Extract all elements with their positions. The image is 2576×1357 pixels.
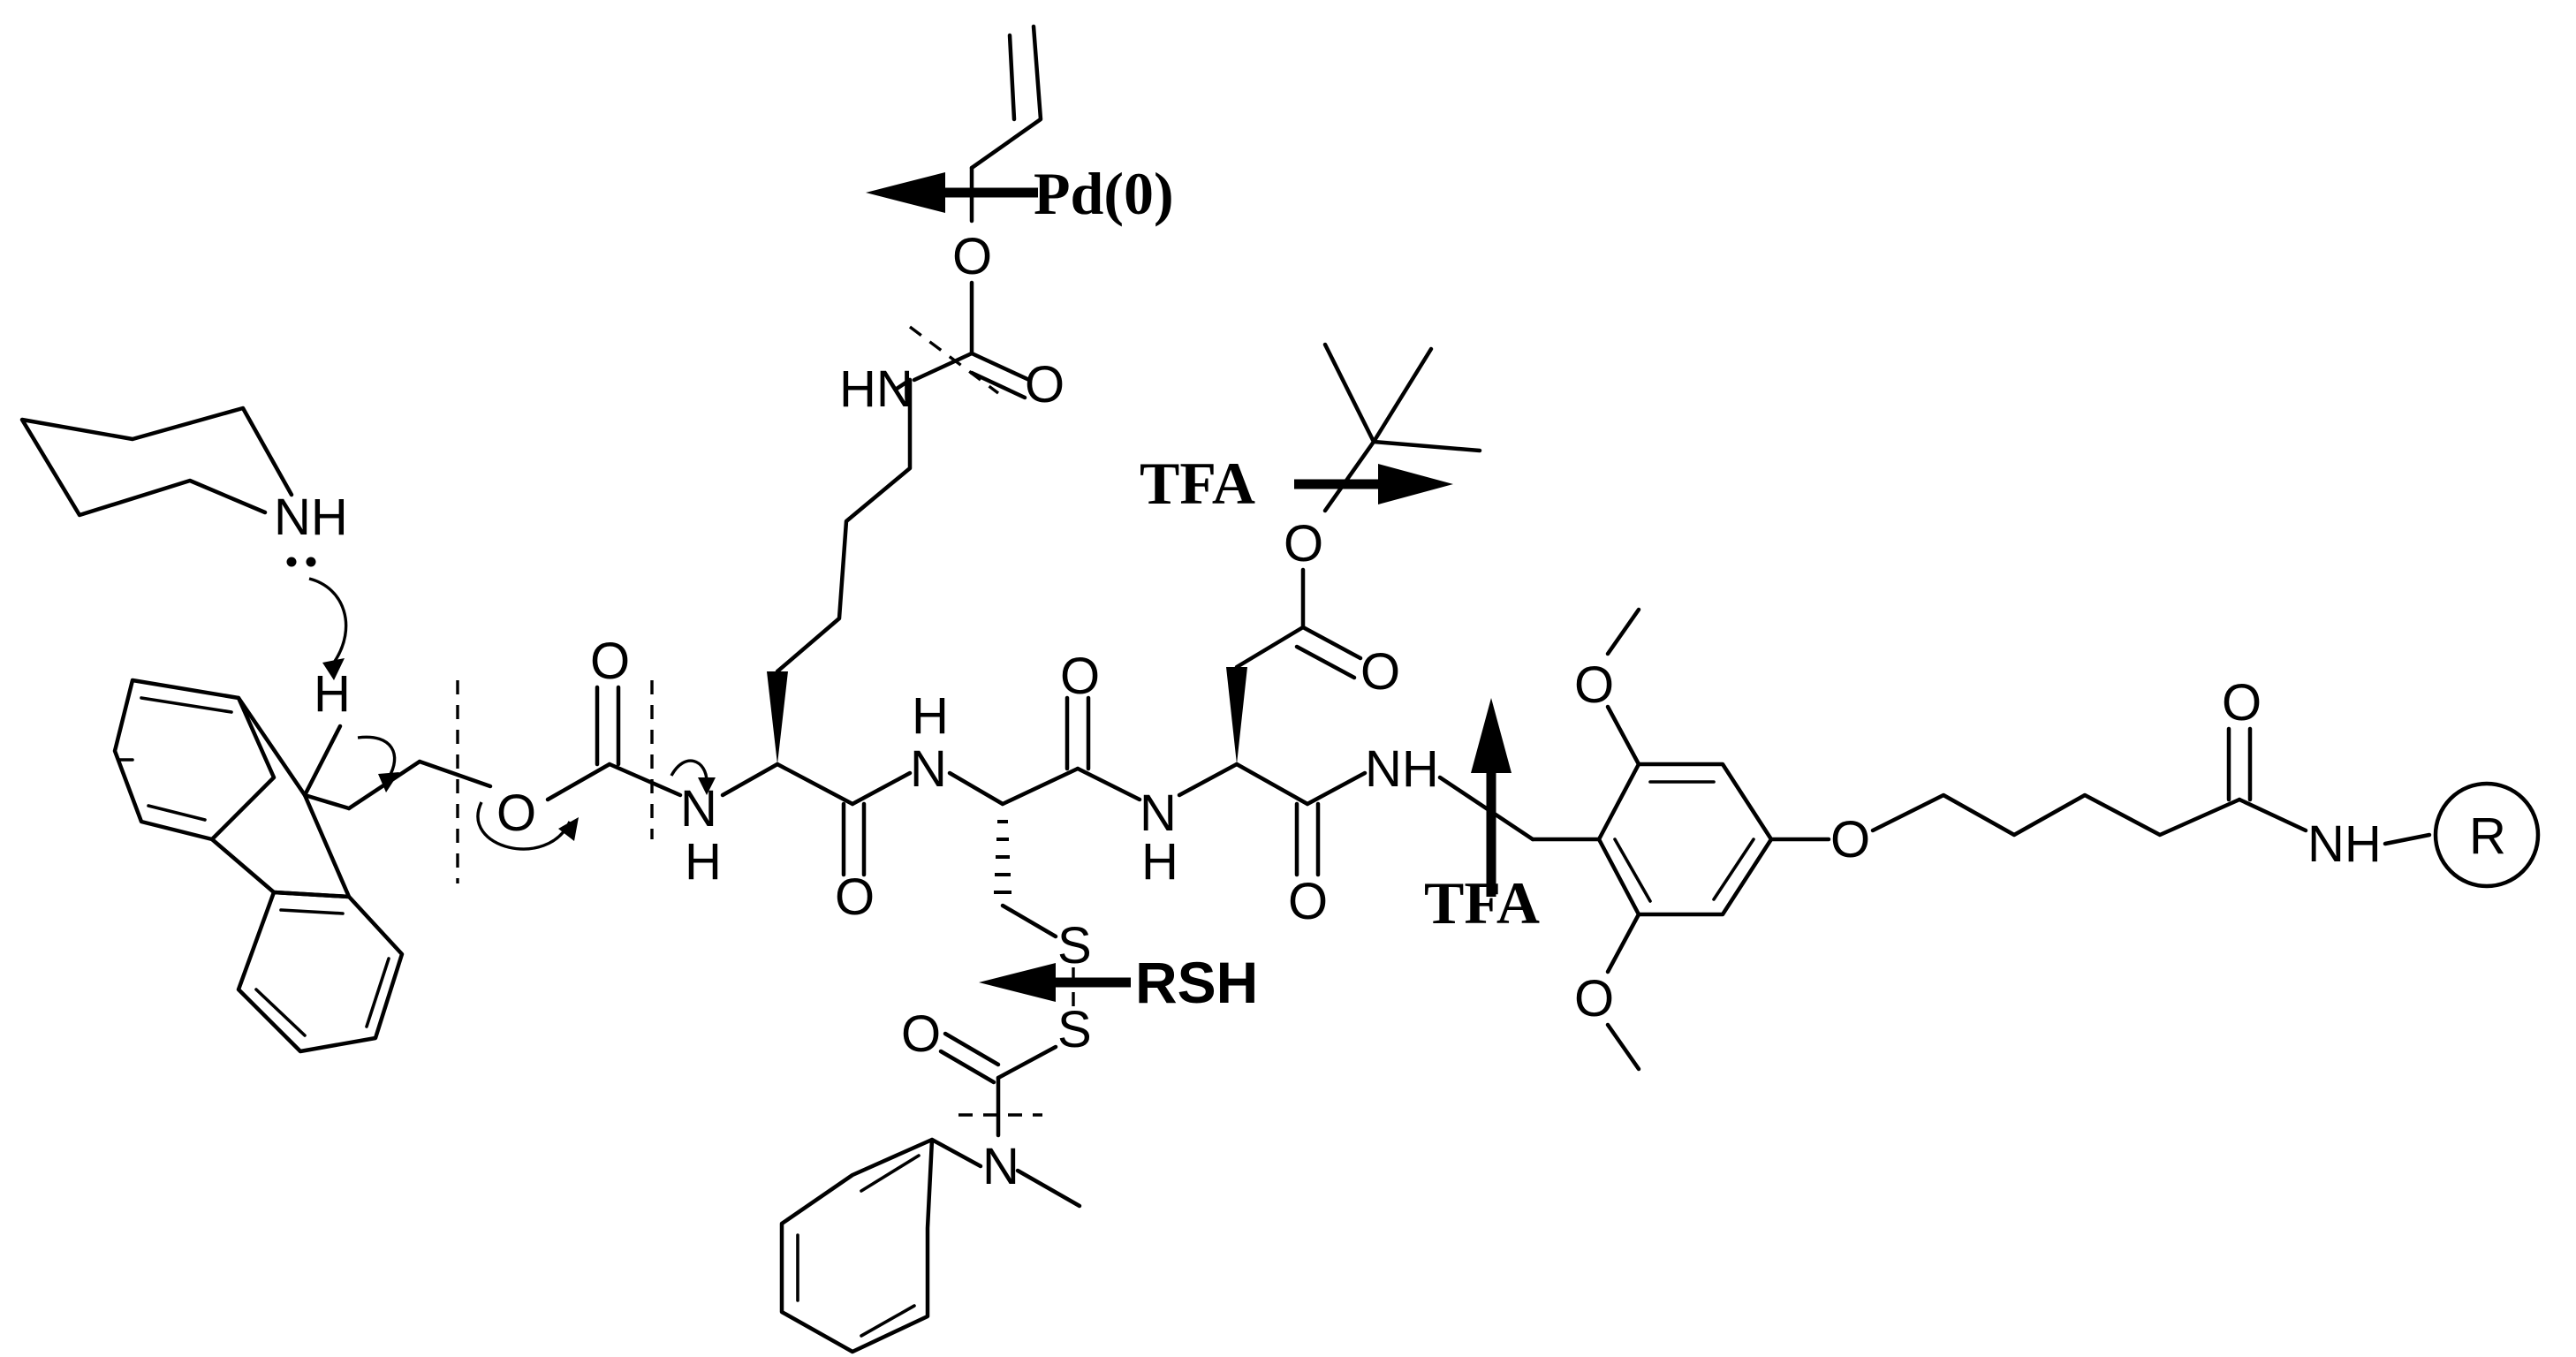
carbamate-o-label: O (590, 633, 630, 690)
tfa-ester-label: TFA (1140, 450, 1255, 517)
lys-nh-h-label: H (685, 833, 722, 891)
asp-alpha-wedge (1226, 667, 1247, 764)
alloc-o-dbl-label: O (1025, 356, 1064, 413)
amide-nh-label: NH (1365, 740, 1439, 798)
resin-r-label: R (2469, 807, 2506, 865)
lone-pair-dots (286, 557, 316, 567)
cys-s2-label: S (1057, 1001, 1092, 1058)
asp-ester-o-label: O (1284, 515, 1323, 572)
cleavage-line-alloc (908, 325, 1000, 395)
tfa-linker-label: TFA (1424, 869, 1540, 936)
linker-co-o-label: O (2222, 674, 2262, 732)
tfa-linker-arrow-head (1471, 698, 1512, 773)
asp-co-o-label: O (1288, 873, 1328, 930)
rsh-reagent-label: RSH (1135, 950, 1258, 1015)
lys-n-label: N (680, 780, 717, 838)
curly-arrow-co2-loss (670, 759, 708, 783)
pd-arrow-head (866, 172, 945, 213)
cys-co-o-label: O (1060, 648, 1100, 705)
curly-arrow-base-attack (308, 577, 348, 663)
phenyl-ring (779, 1137, 935, 1354)
lys-alpha-wedge (767, 671, 788, 764)
ome-bottom-o-label: O (1574, 970, 1614, 1027)
pd-reagent-label: Pd(0) (1034, 160, 1174, 227)
fmoc-ch-bond (302, 724, 343, 798)
alloc-o-label: O (952, 228, 992, 285)
ome-top-o-label: O (1574, 656, 1614, 714)
lys-co-o-label: O (835, 868, 875, 926)
tfa-ester-arrow-head (1378, 464, 1453, 504)
cys-nh-h-label: H (912, 687, 949, 745)
fmoc-o-label: O (496, 785, 536, 842)
cys-n-label: N (910, 740, 947, 798)
thiocarb-n-label: N (982, 1138, 1019, 1195)
thiocarb-o-label: O (901, 1005, 941, 1063)
ether-o-label: O (1830, 811, 1870, 868)
asp-n-label: N (1140, 785, 1177, 842)
fluorene-ring-system (112, 678, 422, 1054)
curly-arrow-elimination (357, 735, 397, 778)
curly-arrowhead (322, 658, 345, 680)
curly-arrow-decarboxylation (476, 801, 572, 851)
fmoc-h-label: H (314, 665, 351, 723)
asp-ester-o-dbl-label: O (1360, 643, 1400, 701)
piperidine-nh-label: NH (274, 489, 348, 546)
asp-nh-h-label: H (1141, 833, 1178, 891)
lys-side-hn-label: HN (839, 360, 913, 418)
dimethoxy-benzene-ring (1596, 762, 1774, 917)
cys-alpha-hash (994, 820, 1011, 894)
cys-s1-label: S (1057, 917, 1092, 974)
rsh-arrow-head (979, 963, 1056, 1002)
linker-nh-label: NH (2307, 815, 2382, 873)
resin-circle (2433, 781, 2541, 889)
piperidine-ring (19, 406, 294, 518)
